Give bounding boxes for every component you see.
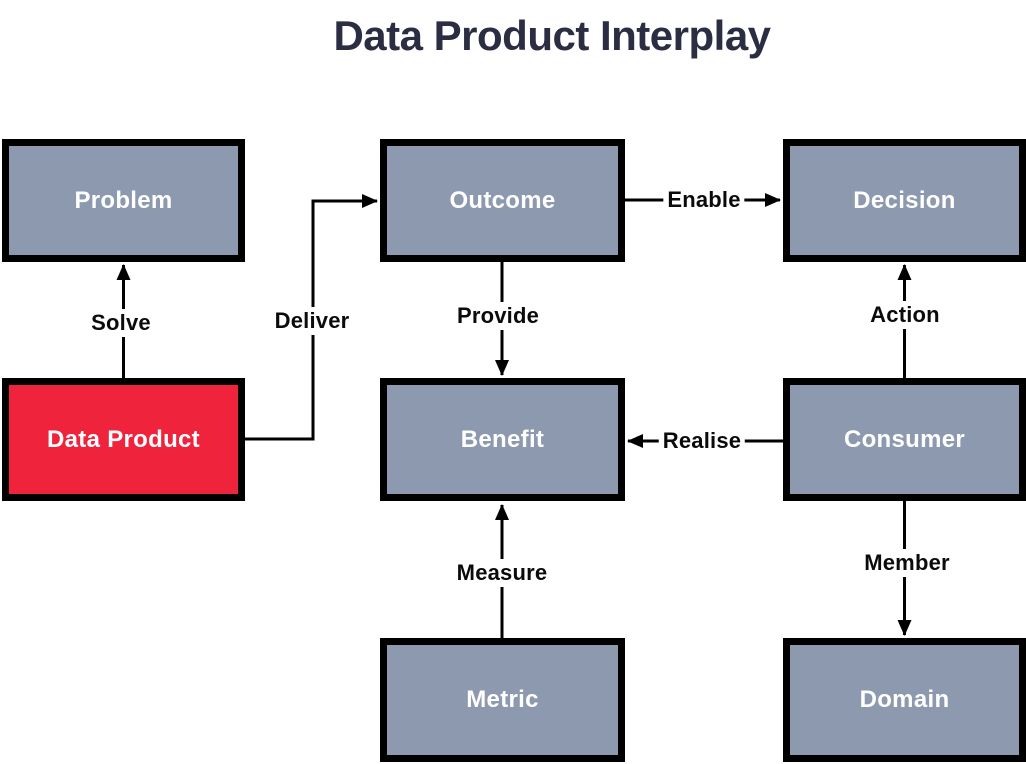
- node-metric: Metric: [380, 638, 625, 762]
- node-outcome-label: Outcome: [449, 186, 556, 214]
- node-domain-label: Domain: [859, 686, 950, 713]
- node-problem-label: Problem: [74, 186, 173, 214]
- edge-label-action: Action: [866, 301, 944, 329]
- edge-label-enable: Enable: [663, 186, 745, 214]
- edge-label-realise: Realise: [658, 427, 746, 455]
- node-benefit: Benefit: [380, 378, 625, 501]
- node-outcome: Outcome: [380, 139, 625, 262]
- node-decision-label: Decision: [853, 186, 956, 214]
- node-benefit-label: Benefit: [460, 425, 545, 453]
- node-metric-label: Metric: [466, 686, 539, 713]
- edge-label-provide: Provide: [452, 302, 544, 330]
- node-decision: Decision: [783, 139, 1026, 262]
- edge-label-deliver: Deliver: [270, 307, 354, 335]
- edge-label-member: Member: [860, 549, 954, 577]
- node-consumer: Consumer: [783, 378, 1026, 501]
- node-data-product: Data Product: [2, 378, 245, 501]
- node-data-product-label: Data Product: [47, 425, 200, 453]
- diagram-title: Data Product Interplay: [333, 12, 771, 59]
- node-consumer-label: Consumer: [843, 425, 966, 453]
- edge-label-solve: Solve: [87, 309, 155, 337]
- node-problem: Problem: [2, 139, 245, 262]
- edge-label-measure: Measure: [452, 559, 552, 587]
- node-domain: Domain: [783, 638, 1026, 762]
